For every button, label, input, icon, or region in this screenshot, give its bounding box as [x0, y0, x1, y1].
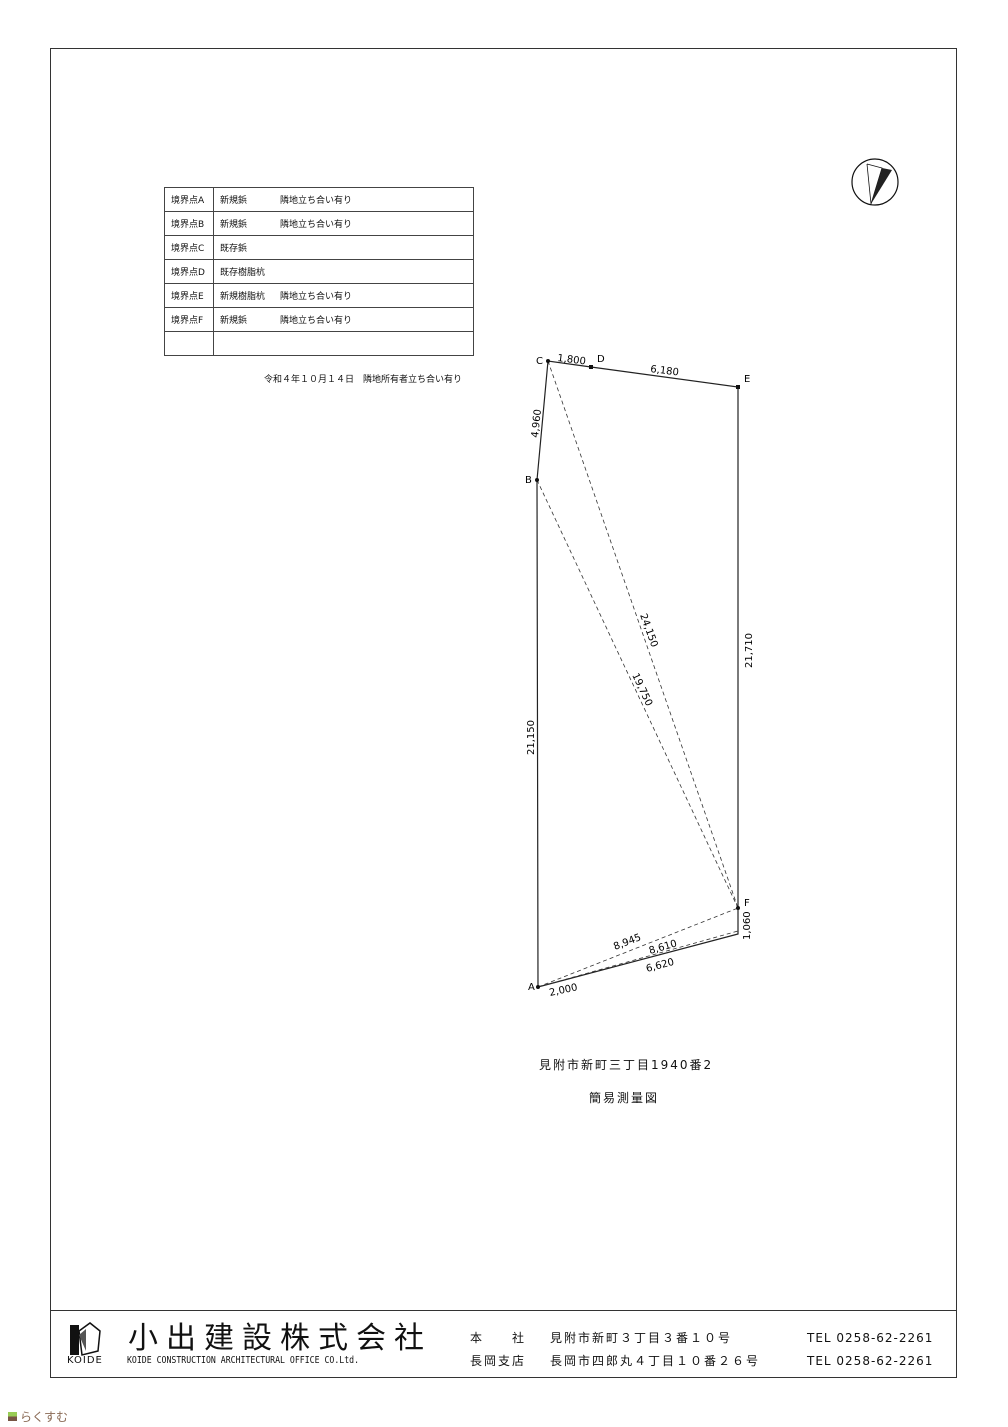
- dim-de: 6,180: [650, 364, 680, 378]
- title-block: KOIDE 小出建設株式会社 KOIDE CONSTRUCTION ARCHIT…: [50, 1310, 957, 1379]
- table-row: [164, 331, 474, 356]
- drawing-frame: [50, 48, 957, 1378]
- point-markers: [535, 359, 740, 989]
- property-address: 見附市新町三丁目1940番2: [539, 1058, 714, 1072]
- dim-ab: 21,150: [526, 720, 537, 755]
- dim-bf: 19,750: [629, 672, 654, 708]
- dim-bottom: 6,620: [645, 957, 676, 975]
- date-note: 令和４年１０月１４日 隣地所有者立ち合い有り: [264, 375, 463, 385]
- dim-ef: 21,710: [744, 633, 755, 668]
- house-icon: [8, 1412, 17, 1421]
- diagonal-lines: [536, 360, 739, 988]
- point-label-b: B: [525, 475, 532, 486]
- company-name-en: KOIDE CONSTRUCTION ARCHITECTURAL OFFICE …: [127, 1355, 360, 1366]
- point-label-d: D: [597, 354, 605, 365]
- point-label-c: C: [536, 356, 543, 367]
- document-title: 簡易測量図: [589, 1091, 660, 1105]
- watermark: らくすむ: [8, 1408, 68, 1425]
- dim-f-corner: 1,060: [742, 911, 753, 940]
- company-logo-icon: [70, 1322, 101, 1356]
- dim-a-short: 2,000: [548, 982, 578, 999]
- dim-cd: 1,800: [557, 353, 587, 367]
- dim-af: 8,945: [612, 932, 643, 953]
- point-label-e: E: [744, 374, 750, 385]
- logo-text: KOIDE: [67, 1355, 103, 1366]
- point-label-a: A: [528, 982, 535, 993]
- north-arrow-icon: [851, 158, 899, 206]
- dim-cf: 24,150: [637, 612, 659, 649]
- dim-bc: 4,960: [530, 409, 544, 439]
- point-label-f: F: [744, 898, 750, 909]
- company-name-jp: 小出建設株式会社: [128, 1321, 432, 1356]
